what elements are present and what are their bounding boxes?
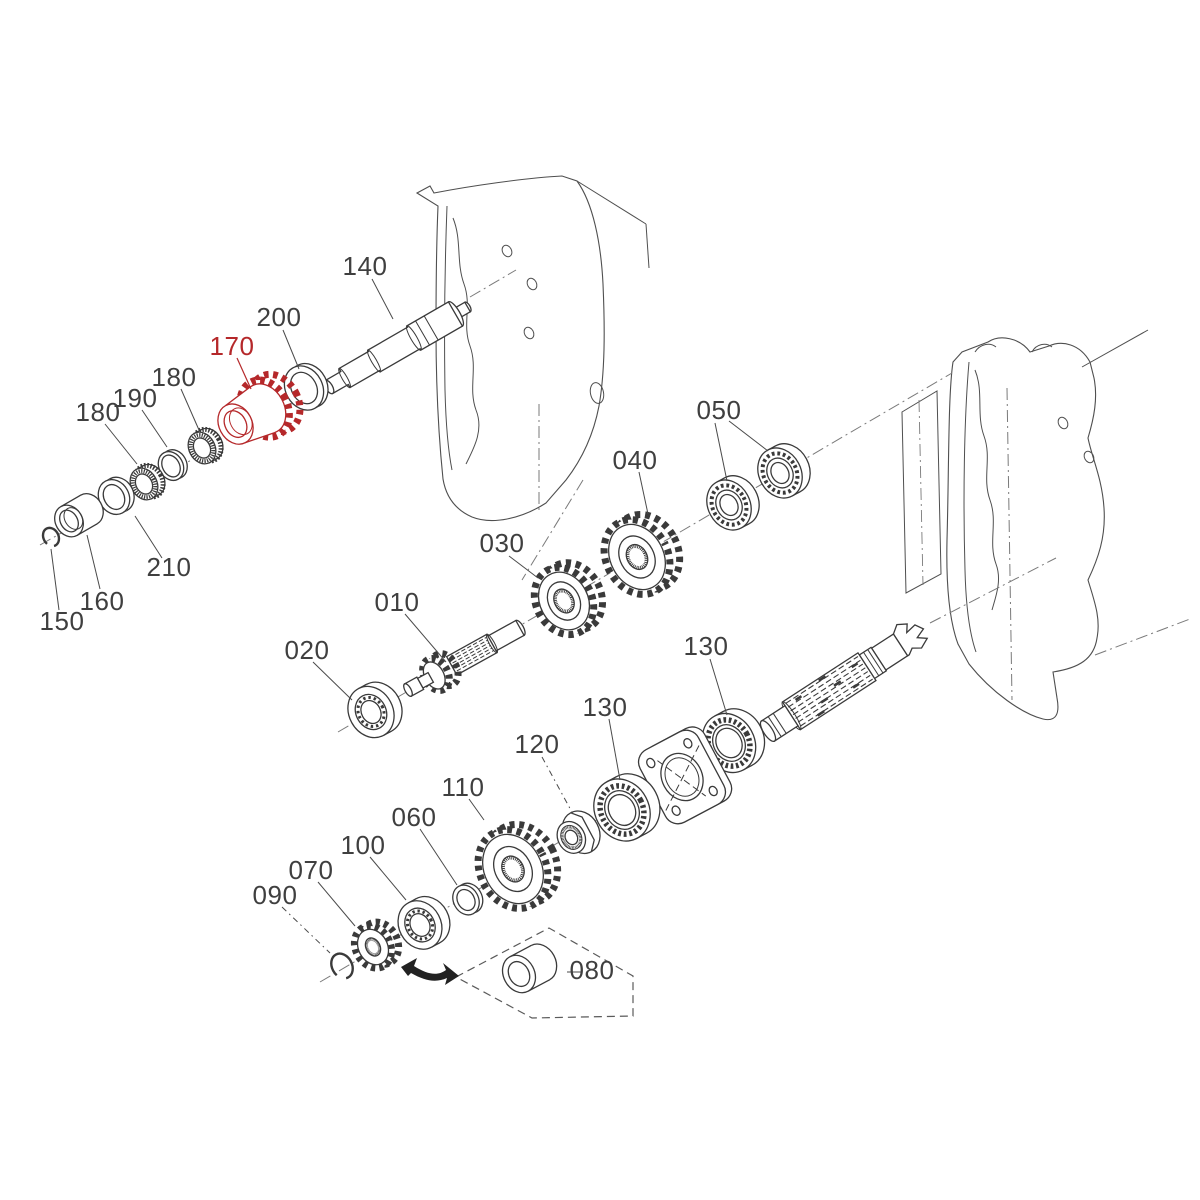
part-label-040: 040 [613,445,658,475]
flange-plate [637,726,733,825]
part-label-200: 200 [257,302,302,332]
leader-070 [317,881,356,927]
part-label-100: 100 [341,830,386,860]
gear-030 [530,559,607,639]
phantom-line-gear40 [521,479,584,581]
thrust-washer-200 [283,362,329,411]
washer-210 [97,476,135,516]
part-label-090: 090 [253,880,298,910]
gear-110 [474,820,562,912]
ball-bearing-130-a [593,773,661,842]
snap-ring-150 [41,526,61,548]
part-label-030: 030 [480,528,525,558]
leader-110 [468,798,485,821]
bushing-160 [54,493,104,538]
leader-lines [50,278,769,973]
leader-010 [404,613,447,663]
axis-line-countershaft-tip [469,269,517,298]
washer-060 [452,882,484,916]
part-label-130-a: 130 [684,631,729,661]
leader-170 [236,357,252,390]
leader-130-a [709,658,728,716]
part-label-050: 050 [697,395,742,425]
gasket-panel [901,390,942,594]
lock-nut-120 [556,810,601,855]
leader-140 [371,278,394,320]
leader-130-b [608,718,621,781]
needle-bearing-180-b [129,462,166,501]
part-label-080: 080 [570,955,615,985]
part-label-180-a: 180 [152,362,197,392]
ball-bearing-050-a [706,475,760,531]
ball-bearing-100 [397,895,451,950]
axis-extension-top-right [1081,329,1149,368]
axis-line-lower-tip [929,557,1057,624]
leader-160 [86,534,101,590]
part-label-190: 190 [113,383,158,413]
leader-200 [282,329,300,370]
leader-180-b [104,423,138,465]
shaft-130-splined [759,623,929,743]
part-labels: 140 200 170 180 190 180 210 160 150 050 … [40,251,742,985]
leader-020 [312,661,353,701]
dashed-enclosure [454,927,634,1019]
part-label-010: 010 [375,587,420,617]
part-label-150: 150 [40,606,85,636]
leader-060 [419,828,458,886]
part-label-130-b: 130 [583,692,628,722]
part-label-210: 210 [147,552,192,582]
gear-070 [350,918,403,972]
leader-050-b [728,420,769,452]
part-label-020: 020 [285,635,330,665]
leader-100 [369,856,407,901]
part-label-180-b: 180 [76,397,121,427]
leader-190 [141,409,168,448]
shaft-010 [403,619,526,698]
part-label-110: 110 [442,772,485,802]
leader-050-a [714,422,728,482]
leader-150 [50,548,60,611]
axis-line-lower-exit [1094,618,1191,656]
ring-190 [157,449,188,482]
leader-180-a [180,388,200,431]
leader-120 [541,756,574,815]
housing-left [415,175,650,522]
snap-ring-090 [330,952,354,980]
part-label-060: 060 [392,802,437,832]
shaft-140 [323,300,472,395]
leader-090 [281,906,331,954]
part-label-170-highlighted: 170 [210,331,255,361]
leader-210 [134,515,163,559]
alternative-part-group [401,927,634,1019]
substitution-arrow [401,958,459,985]
housing-right [946,337,1105,721]
leader-040 [638,471,649,515]
part-label-160: 160 [80,586,125,616]
ball-bearing-020 [347,681,403,739]
part-label-070: 070 [289,855,334,885]
part-label-140: 140 [343,251,388,281]
leader-030 [508,555,539,579]
bushing-080 [501,943,558,994]
gear-170-highlighted [217,370,304,445]
needle-bearing-180-a [187,426,224,465]
part-label-120: 120 [515,729,560,759]
gear-040 [600,510,684,598]
ball-bearing-050-b [757,443,811,499]
